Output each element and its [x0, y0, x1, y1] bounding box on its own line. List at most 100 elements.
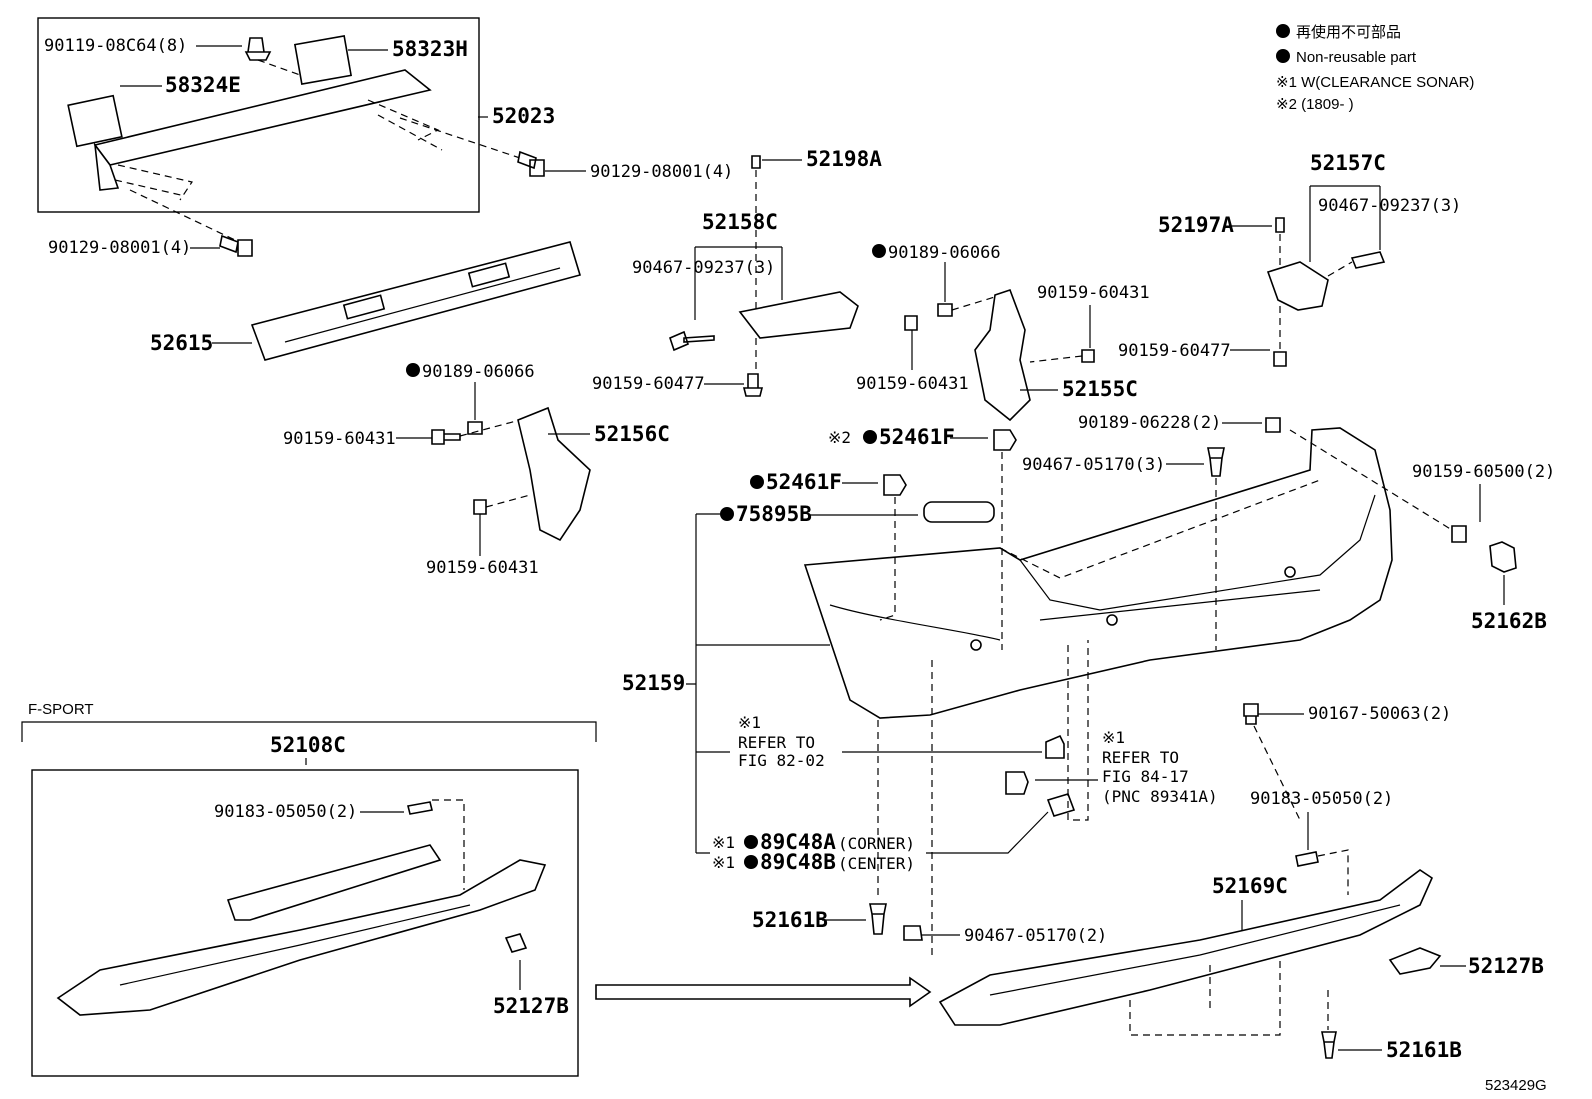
label-52156C: 52156C [594, 422, 670, 446]
label-f-sport: F-SPORT [28, 701, 94, 718]
refer2-line2: FIG 84-17 [1102, 767, 1189, 786]
sensor-icon [1005, 771, 1029, 795]
screw-icon [904, 315, 918, 331]
side-bracket-52156C [517, 406, 591, 542]
screw-icon [669, 330, 715, 352]
reflector-75895B [923, 501, 995, 523]
rear-bumper-cover-52159 [803, 427, 1393, 719]
bolt-icon [244, 37, 272, 61]
clip-icon [1321, 1031, 1337, 1059]
lower-spoiler-52169C [938, 869, 1434, 1026]
label-52158C: 52158C [702, 210, 778, 234]
label-52198A: 52198A [806, 147, 882, 171]
label-90183-05050-a: 90183-05050(2) [214, 802, 357, 822]
nut-icon [1265, 417, 1281, 433]
nonreusable-dot-icon [872, 244, 886, 258]
label-90467-09237-b: 90467-09237(3) [1318, 196, 1461, 216]
sensor-bracket-icon [1046, 793, 1076, 817]
f-sport-group-box [31, 769, 579, 1077]
label-89C48B: 89C48B [760, 850, 836, 874]
label-89C48A-suffix: (CORNER) [838, 834, 915, 853]
cover-52127B-icon [1388, 947, 1442, 975]
refer1-line1: REFER TO [738, 733, 815, 752]
screw-icon [1451, 525, 1467, 543]
label-90159-60477-a: 90159-60477 [592, 374, 705, 394]
bolt-icon [517, 150, 545, 177]
clip-icon [1207, 447, 1225, 477]
clip-icon [751, 155, 761, 169]
pad-icon [883, 474, 907, 496]
label-90189-06228: 90189-06228(2) [1078, 413, 1221, 433]
refer1-line2: FIG 82-02 [738, 751, 825, 770]
bracket-58323H [293, 35, 353, 85]
label-75895B: 75895B [736, 502, 812, 526]
label-52461F-a: 52461F [879, 425, 955, 449]
legend: 再使用不可部品 Non-reusable part ※1 W(CLEARANCE… [1276, 24, 1474, 113]
nonreusable-dot-icon [720, 507, 734, 521]
label-90467-05170-3: 90467-05170(3) [1022, 455, 1165, 475]
refer2-mark: ※1 [1102, 728, 1125, 747]
label-89C48A: 89C48A [760, 830, 836, 854]
clip-icon [1295, 851, 1319, 867]
refer1-mark: ※1 [738, 713, 761, 732]
legend-nonreusable-en: Non-reusable part [1296, 49, 1417, 66]
label-52615: 52615 [150, 331, 213, 355]
sensor-hole [970, 639, 982, 651]
clip-icon [407, 801, 433, 815]
label-58324E: 58324E [165, 73, 241, 97]
nonreusable-dot-icon [1276, 49, 1290, 63]
nut-icon [467, 421, 483, 435]
clip-icon [869, 903, 887, 935]
label-90159-60431-a: 90159-60431 [283, 429, 396, 449]
side-bracket-52155C [974, 288, 1031, 422]
cap-52162B [1489, 541, 1517, 573]
label-52197A: 52197A [1158, 213, 1234, 237]
label-52023: 52023 [492, 104, 555, 128]
label-52162B: 52162B [1471, 609, 1547, 633]
legend-note-2: ※2 (1809- ) [1276, 96, 1354, 113]
screw-icon [1081, 349, 1095, 363]
arrow-icon [595, 976, 932, 1008]
screw-icon [473, 499, 487, 515]
label-89C48B-suffix: (CENTER) [838, 854, 915, 873]
nonreusable-dot-icon [406, 363, 420, 377]
label-52157C: 52157C [1310, 151, 1386, 175]
screw-icon [742, 373, 764, 397]
label-90189-06066-a: 90189-06066 [422, 362, 535, 382]
label-52169C: 52169C [1212, 874, 1288, 898]
label-90167-50063: 90167-50063(2) [1308, 704, 1451, 724]
f-sport-garnish [226, 844, 442, 921]
label-90119-08C64: 90119-08C64(8) [44, 36, 187, 56]
label-52161B-a: 52161B [752, 908, 828, 932]
nonreusable-dot-icon [750, 475, 764, 489]
label-52161B-b: 52161B [1386, 1038, 1462, 1062]
label-52155C: 52155C [1062, 377, 1138, 401]
beam-end-bracket [93, 142, 120, 191]
label-90159-60477-b: 90159-60477 [1118, 341, 1231, 361]
refer2-line3: (PNC 89341A) [1102, 787, 1218, 806]
reinforcement-group-box [37, 17, 480, 213]
label-90159-60431-c: 90159-60431 [856, 374, 969, 394]
label-90129-08001-a: 90129-08001(4) [590, 162, 733, 182]
legend-nonreusable-jp: 再使用不可部品 [1296, 24, 1401, 41]
label-90129-08001-b: 90129-08001(4) [48, 238, 191, 258]
label-52461F-a-prefix: ※2 [828, 428, 851, 447]
label-90159-60431-d: 90159-60431 [1037, 283, 1150, 303]
label-52461F-b: 52461F [766, 470, 842, 494]
nonreusable-dot-icon [1276, 24, 1290, 38]
bracket-58324E [67, 94, 123, 148]
cover-52127B-icon [504, 933, 528, 953]
pad-icon [993, 429, 1017, 451]
nonreusable-dot-icon [744, 855, 758, 869]
side-bracket-52157C [1266, 261, 1329, 311]
bolt-icon [219, 234, 253, 257]
clip-icon [903, 925, 923, 941]
sensor-hole [1284, 566, 1296, 578]
side-bracket-52158C [738, 291, 859, 339]
nut-icon [937, 303, 953, 317]
label-52108C: 52108C [270, 733, 346, 757]
clip-icon [1275, 217, 1285, 233]
label-90467-09237-a: 90467-09237(3) [632, 258, 775, 278]
nonreusable-dot-icon [744, 835, 758, 849]
